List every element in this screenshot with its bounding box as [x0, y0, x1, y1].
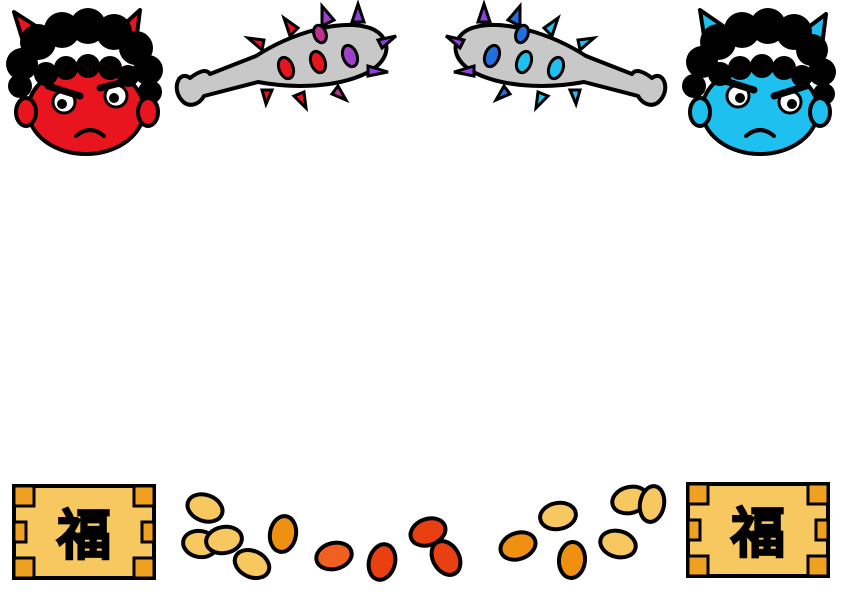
bean: [556, 540, 588, 580]
masu-box-icon-right: 福: [686, 482, 830, 578]
bean: [366, 542, 398, 582]
masu-label-right: 福: [730, 502, 785, 565]
blue-oni-face-icon: [682, 8, 836, 156]
bean: [637, 484, 667, 524]
spiked-club-icon-right: [445, 0, 668, 113]
bean: [267, 514, 299, 554]
bean: [538, 500, 578, 532]
red-oni-face-icon: [6, 8, 163, 156]
masu-box-icon-left: 福: [12, 484, 156, 580]
bean: [598, 528, 638, 560]
masu-label-left: 福: [56, 504, 111, 567]
spiked-club-icon-left: [174, 0, 397, 113]
bean: [204, 524, 244, 556]
bean: [185, 492, 225, 524]
bean: [429, 539, 463, 577]
bean: [232, 547, 272, 581]
bean: [314, 540, 354, 572]
bean: [498, 530, 538, 562]
roasted-beans: [181, 484, 667, 582]
